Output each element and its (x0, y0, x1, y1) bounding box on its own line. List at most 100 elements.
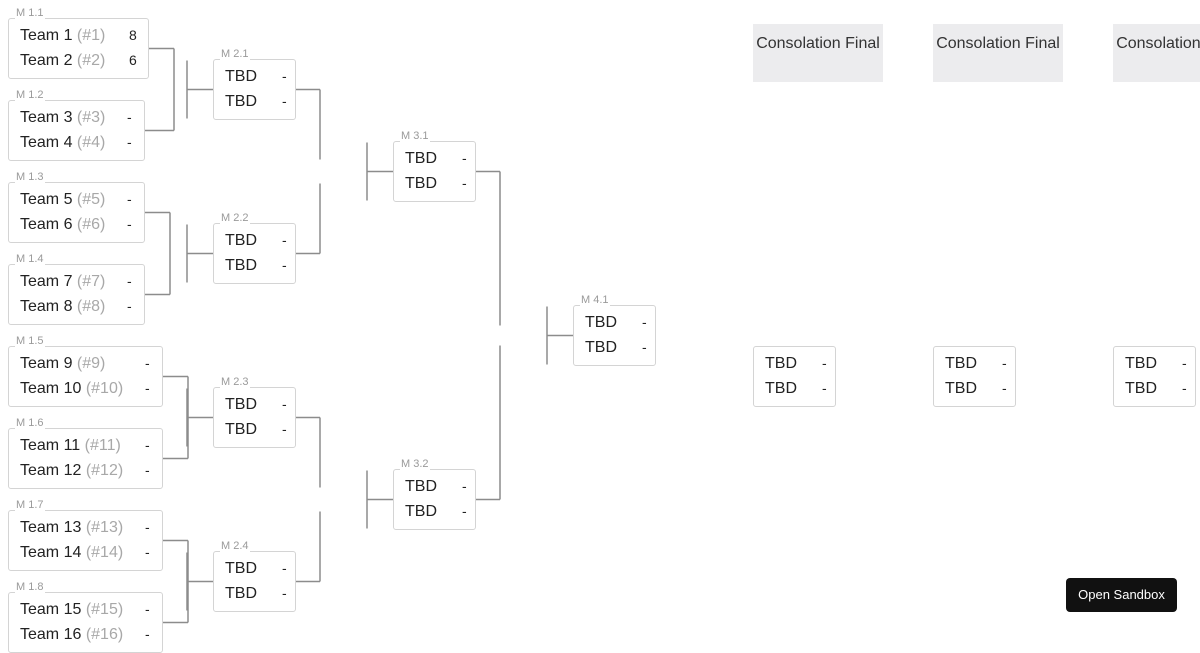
match-label: M 3.1 (400, 130, 430, 143)
team-score: - (278, 417, 295, 442)
team-name: Team 5 (20, 191, 73, 208)
team-row[interactable]: TBD- (225, 64, 296, 89)
team-seed: (#8) (76, 298, 106, 315)
team-score: - (141, 540, 158, 565)
team-seed: (#2) (76, 52, 106, 69)
team-score: - (278, 89, 295, 114)
match-box (8, 428, 163, 489)
team-row[interactable]: TBD- (765, 376, 836, 401)
team-name: Team 7 (20, 273, 73, 290)
team-row[interactable]: Team 7 (#7)- (20, 269, 145, 294)
team-row[interactable]: Team 12 (#12)- (20, 458, 163, 483)
consolation-header: Consolation Final (1113, 24, 1200, 82)
team-name: TBD (225, 232, 257, 249)
team-score: - (278, 556, 295, 581)
team-name: TBD (405, 150, 437, 167)
open-sandbox-button[interactable]: Open Sandbox (1066, 578, 1177, 612)
team-row[interactable]: TBD - (405, 146, 476, 171)
team-row[interactable]: TBD- (585, 310, 656, 335)
team-score: - (458, 146, 475, 171)
team-seed: (#15) (85, 601, 124, 618)
team-score: - (998, 351, 1015, 376)
team-row[interactable]: Team 16 (#16)- (20, 622, 163, 647)
team-row[interactable]: TBD- (1125, 351, 1196, 376)
consolation-header: Consolation Final (753, 24, 883, 82)
team-row[interactable]: TBD- (225, 228, 296, 253)
team-row[interactable]: Team 14 (#14)- (20, 540, 163, 565)
team-row[interactable]: Team 1 (#1)8 (20, 23, 149, 48)
team-row[interactable]: Team 9 (#9)- (20, 351, 163, 376)
team-row[interactable]: TBD- (945, 376, 1016, 401)
team-name: Team 11 (20, 437, 81, 454)
team-row[interactable]: TBD- (585, 335, 656, 360)
team-row[interactable]: Team 8 (#8)- (20, 294, 145, 319)
match-box (8, 100, 145, 161)
team-row[interactable]: Team 10 (#10)- (20, 376, 163, 401)
team-name: TBD (225, 257, 257, 274)
team-seed: (#6) (76, 216, 106, 233)
team-row[interactable]: TBD- (225, 581, 296, 606)
team-score: - (278, 253, 295, 278)
team-row[interactable]: Team 5 (#5)- (20, 187, 145, 212)
team-score: - (998, 376, 1015, 401)
team-seed: (#16) (85, 626, 124, 643)
team-score: - (1178, 351, 1195, 376)
team-seed: (#10) (85, 380, 124, 397)
match-consolation[interactable]: TBD-TBD- (1113, 346, 1196, 407)
team-row[interactable]: Team 11 (#11)- (20, 433, 163, 458)
match-label: M 1.4 (15, 253, 45, 266)
team-row[interactable]: Team 13 (#13)- (20, 515, 163, 540)
team-row[interactable]: Team 2 (#2)6 (20, 48, 149, 73)
team-name: TBD (405, 175, 437, 192)
match-consolation[interactable]: TBD-TBD- (933, 346, 1016, 407)
team-row[interactable]: TBD- (405, 474, 476, 499)
team-score: - (123, 105, 140, 130)
team-row[interactable]: TBD- (225, 417, 296, 442)
team-row[interactable]: TBD - (225, 253, 296, 278)
team-name: TBD (585, 339, 617, 356)
team-row[interactable]: TBD - (945, 351, 1016, 376)
team-row[interactable]: TBD- (405, 499, 476, 524)
match-consolation[interactable]: TBD-TBD- (753, 346, 836, 407)
team-score: - (141, 458, 158, 483)
team-name: Team 3 (20, 109, 73, 126)
team-row[interactable]: TBD- (225, 392, 296, 417)
team-row[interactable]: TBD- (225, 89, 296, 114)
team-row[interactable]: TBD- (765, 351, 836, 376)
team-row[interactable]: Team 15 (#15)- (20, 597, 163, 622)
team-score: - (141, 515, 158, 540)
team-score: - (123, 187, 140, 212)
team-name: TBD (945, 355, 977, 372)
team-row[interactable]: Team 3 (#3)- (20, 105, 145, 130)
team-name: TBD (225, 585, 257, 602)
team-score: - (141, 622, 158, 647)
team-row[interactable]: Team 6 (#6)- (20, 212, 145, 237)
team-row[interactable]: Team 4 (#4)- (20, 130, 145, 155)
team-score: - (458, 474, 475, 499)
team-name: Team 9 (20, 355, 73, 372)
match-label: M 2.2 (220, 212, 250, 225)
team-row[interactable]: TBD- (225, 556, 296, 581)
team-score: - (1178, 376, 1195, 401)
consolation-header: Consolation Final (933, 24, 1063, 82)
match-label: M 4.1 (580, 294, 610, 307)
team-row[interactable]: TBD- (1125, 376, 1196, 401)
team-row[interactable]: TBD- (405, 171, 476, 196)
match-label: M 1.3 (15, 171, 45, 184)
team-score: - (278, 392, 295, 417)
